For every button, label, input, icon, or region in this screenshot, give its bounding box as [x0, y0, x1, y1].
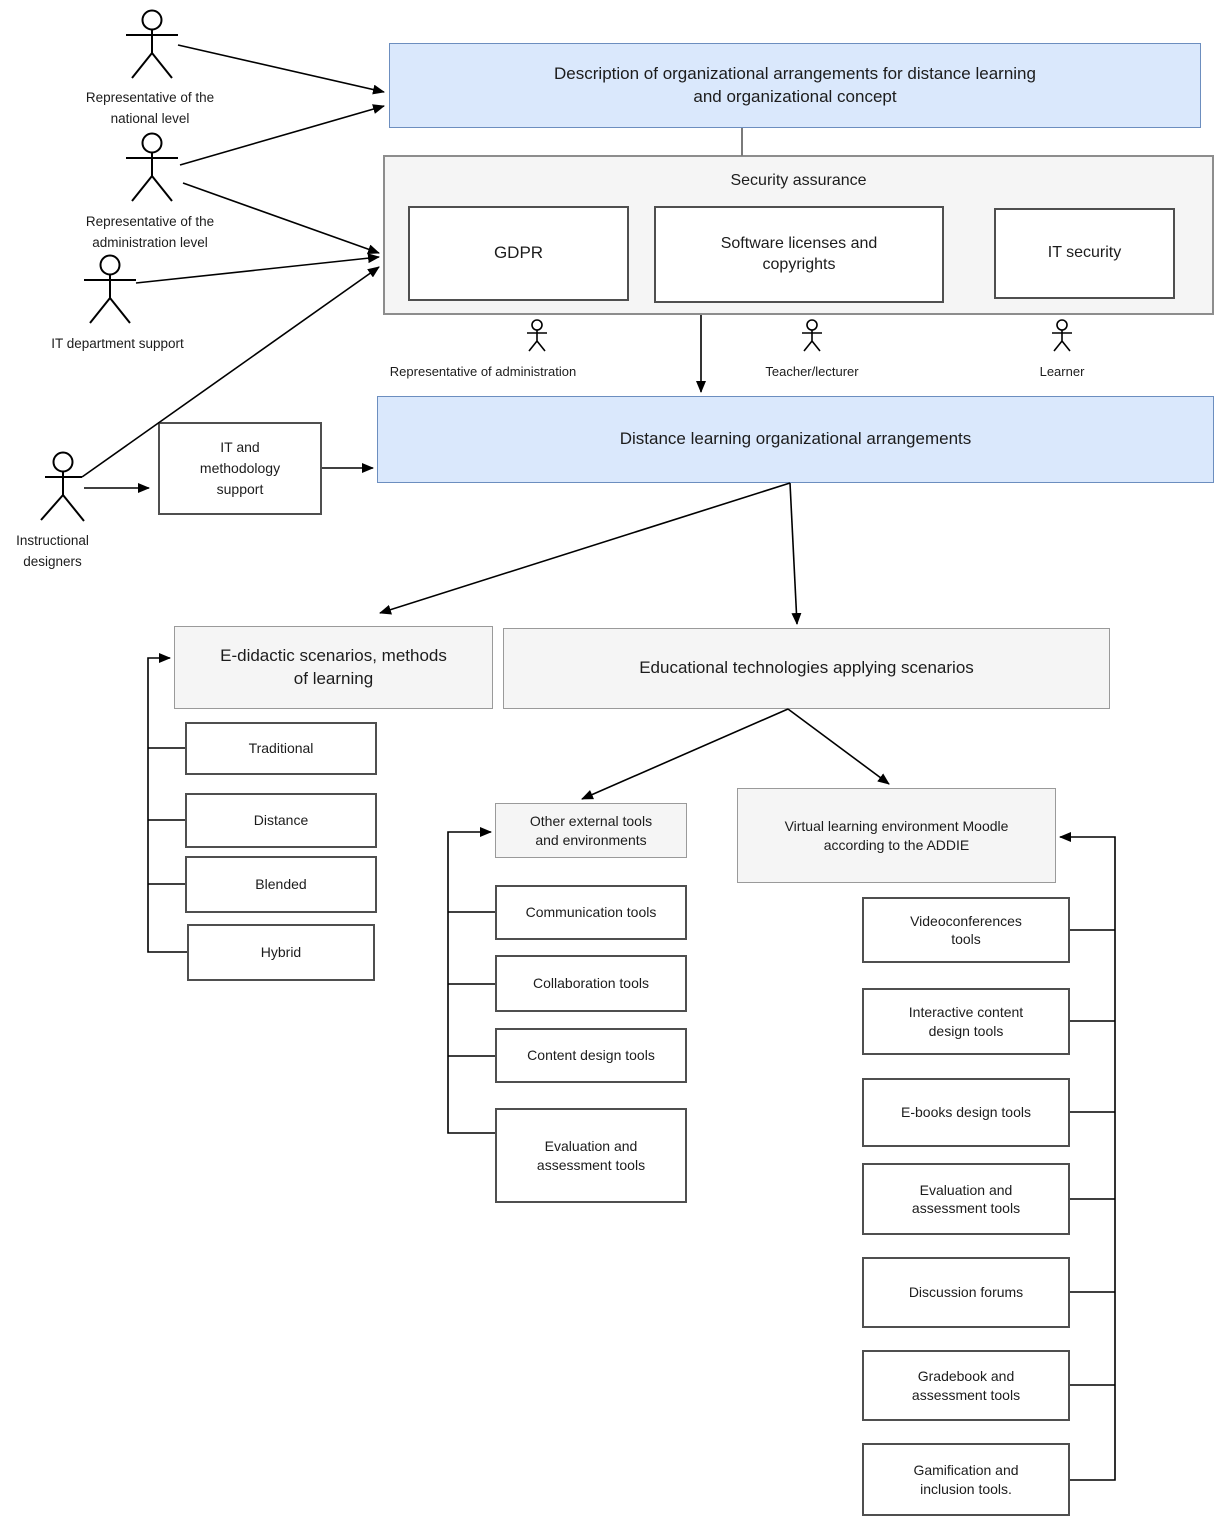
actor-label-it-department: IT department support — [15, 334, 220, 355]
node-videoconferences-tools: Videoconferences tools — [862, 897, 1070, 963]
node-hybrid: Hybrid — [187, 924, 375, 981]
gradebook-line2: assessment tools — [911, 1386, 1021, 1403]
node-gradebook-tools: Gradebook and assessment tools — [862, 1350, 1070, 1421]
person-icon-national — [126, 9, 178, 79]
videoconferences-line2: tools — [951, 931, 981, 947]
node-gdpr: GDPR — [408, 206, 629, 301]
person-icon-it-department — [84, 254, 136, 324]
arrow-arrangements-to-edtech — [789, 482, 802, 625]
actor-label-national: Representative of the national level — [40, 88, 260, 130]
person-icon-rep-administration-small — [527, 319, 547, 352]
teacher-lecturer-label: Teacher/lecturer — [765, 364, 859, 379]
software-licenses-line1: Software licenses and — [720, 234, 878, 252]
node-gamification-tools: Gamification and inclusion tools. — [862, 1443, 1070, 1516]
traditional-label: Traditional — [248, 740, 314, 757]
instructional-label-line2: designers — [23, 553, 82, 569]
evaluation-external-line2: assessment tools — [536, 1156, 646, 1173]
connector-othertools-children — [447, 827, 495, 1134]
node-description-line2: and organizational concept — [693, 86, 897, 106]
it-methodology-line1: IT and — [220, 439, 260, 455]
person-icon-learner — [1052, 319, 1072, 352]
arrow-national-to-description — [177, 44, 385, 95]
edidactic-line1: E-didactic scenarios, methods — [220, 646, 447, 666]
person-icon-teacher-lecturer — [802, 319, 822, 352]
actor-label-representative-of-administration: Representative of administration — [333, 362, 633, 382]
moodle-line1: Virtual learning environment Moodle — [784, 818, 1009, 835]
ebooks-design-tools-label: E-books design tools — [901, 1104, 1031, 1121]
node-edidactic: E-didactic scenarios, methods of learnin… — [174, 626, 493, 709]
node-communication-tools: Communication tools — [495, 885, 687, 940]
actor-label-instructional-designers: Instructional designers — [0, 531, 105, 573]
actor-label-administration: Representative of the administration lev… — [40, 212, 260, 254]
node-discussion-forums: Discussion forums — [862, 1257, 1070, 1328]
arrow-arrangements-to-edidactic — [379, 482, 791, 615]
node-description: Description of organizational arrangemen… — [389, 43, 1201, 128]
administration-label-line1: Representative of the — [85, 214, 215, 229]
node-ebooks-design-tools: E-books design tools — [862, 1078, 1070, 1147]
gdpr-label: GDPR — [493, 243, 544, 263]
node-software-licenses: Software licenses and copyrights — [654, 206, 944, 303]
actor-label-teacher-lecturer: Teacher/lecturer — [712, 362, 912, 382]
content-design-tools-label: Content design tools — [527, 1047, 655, 1064]
blended-label: Blended — [255, 876, 307, 893]
node-content-design-tools: Content design tools — [495, 1028, 687, 1083]
node-moodle: Virtual learning environment Moodle acco… — [737, 788, 1056, 883]
gamification-line2: inclusion tools. — [920, 1480, 1012, 1497]
other-tools-line2: and environments — [535, 831, 647, 848]
node-other-tools: Other external tools and environments — [495, 803, 687, 858]
communication-tools-label: Communication tools — [525, 904, 657, 921]
edidactic-line2: of learning — [293, 668, 374, 688]
node-it-security: IT security — [994, 208, 1175, 299]
it-methodology-line3: support — [216, 481, 264, 497]
arrow-edtech-to-othertools — [581, 708, 789, 800]
node-collaboration-tools: Collaboration tools — [495, 955, 687, 1012]
other-tools-line1: Other external tools — [529, 813, 653, 830]
collaboration-tools-label: Collaboration tools — [533, 975, 649, 992]
hybrid-label: Hybrid — [260, 944, 302, 961]
it-department-label: IT department support — [51, 336, 184, 351]
gradebook-line1: Gradebook and — [917, 1368, 1015, 1385]
node-edtech: Educational technologies applying scenar… — [503, 628, 1110, 709]
discussion-forums-label: Discussion forums — [908, 1284, 1024, 1301]
national-label-line1: Representative of the — [85, 90, 215, 105]
rep-administration-label: Representative of administration — [389, 364, 577, 379]
moodle-line2: according to the ADDIE — [823, 836, 970, 853]
node-traditional: Traditional — [185, 722, 377, 775]
interactive-content-line1: Interactive content — [908, 1004, 1024, 1021]
it-methodology-line2: methodology — [199, 460, 281, 476]
it-security-label: IT security — [1047, 244, 1122, 262]
node-distance: Distance — [185, 793, 377, 848]
distance-label: Distance — [253, 812, 309, 829]
arrow-itdept-to-security — [135, 253, 380, 284]
evaluation-moodle-line2: assessment tools — [911, 1200, 1021, 1216]
software-licenses-line2: copyrights — [762, 255, 836, 273]
national-label-line2: national level — [110, 110, 190, 126]
security-assurance-title: Security assurance — [730, 172, 867, 189]
node-interactive-content-tools: Interactive content design tools — [862, 988, 1070, 1055]
person-icon-administration — [126, 132, 178, 202]
evaluation-external-line1: Evaluation and — [544, 1138, 638, 1155]
instructional-label-line1: Instructional — [16, 533, 89, 548]
node-distance-arrangements: Distance learning organizational arrange… — [377, 396, 1214, 483]
actor-label-learner: Learner — [962, 362, 1162, 382]
person-icon-instructional-designers — [40, 451, 85, 522]
gamification-line1: Gamification and — [913, 1462, 1019, 1479]
learner-label: Learner — [1039, 364, 1085, 379]
node-blended: Blended — [185, 856, 377, 913]
edtech-label: Educational technologies applying scenar… — [639, 658, 974, 678]
node-it-methodology-support: IT and methodology support — [158, 422, 322, 515]
node-description-line1: Description of organizational arrangemen… — [554, 64, 1036, 84]
videoconferences-line1: Videoconferences — [910, 912, 1022, 929]
distance-arrangements-label: Distance learning organizational arrange… — [619, 429, 972, 449]
arrow-edtech-to-moodle — [787, 708, 890, 785]
administration-label-line2: administration level — [92, 234, 208, 250]
evaluation-moodle-line1: Evaluation and — [919, 1181, 1013, 1198]
node-evaluation-tools-moodle: Evaluation and assessment tools — [862, 1163, 1070, 1235]
node-evaluation-tools-external: Evaluation and assessment tools — [495, 1108, 687, 1203]
interactive-content-line2: design tools — [928, 1022, 1004, 1039]
